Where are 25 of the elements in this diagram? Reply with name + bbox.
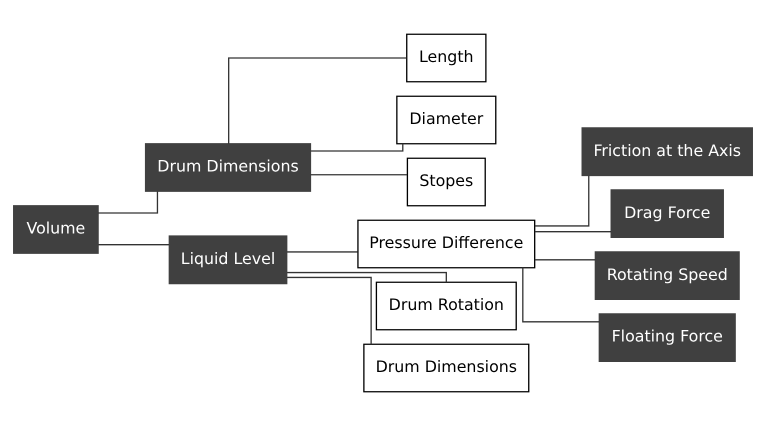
connector [522,267,600,322]
connector [287,271,447,282]
node-box: Stopes [406,157,486,206]
node-box: Drum Dimensions [144,142,312,192]
connector [534,230,612,232]
node-box: Drag Force [610,188,724,238]
connector [534,175,590,226]
node-box: Volume [13,204,99,254]
connector [310,174,408,175]
node-box: Liquid Level [168,234,288,284]
connector [287,276,372,344]
connector [98,190,158,214]
connector [228,56,406,144]
node-box: Drum Rotation [376,281,517,330]
node-box: Pressure Difference [357,219,536,268]
connector [310,143,404,152]
node-box: Floating Force [598,312,736,362]
node-box: Friction at the Axis [582,126,753,176]
connector [534,258,596,260]
node-box: Length [406,33,487,82]
connector [98,244,170,245]
connector [287,250,358,252]
node-box: Rotating Speed [594,250,740,300]
node-box: Drum Dimensions [363,343,530,392]
node-box: Diameter [396,95,496,144]
